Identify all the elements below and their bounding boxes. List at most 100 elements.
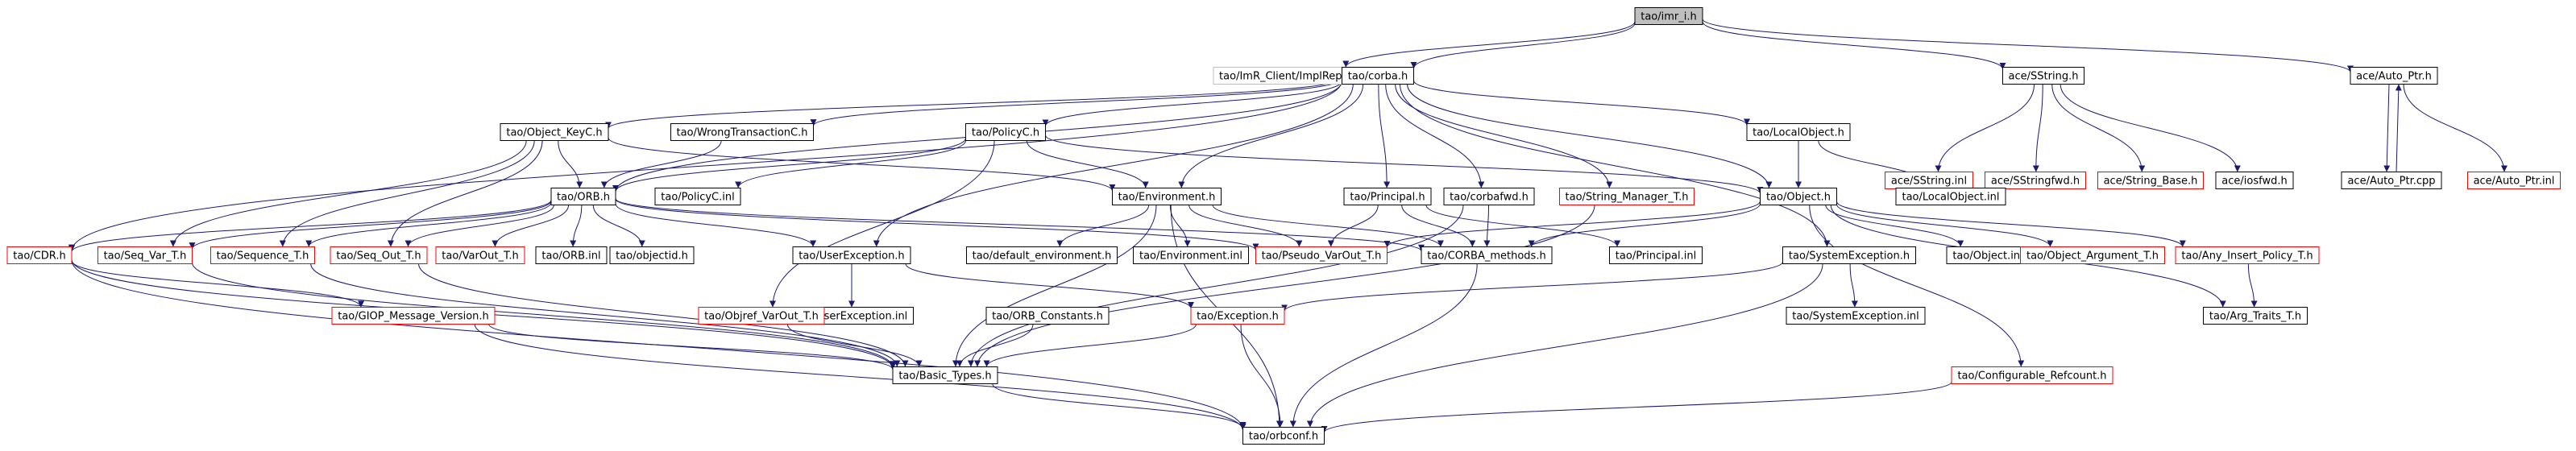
node-localobj[interactable]: tao/LocalObject.h bbox=[1746, 123, 1851, 141]
edges-layer bbox=[68, 19, 2508, 433]
node-box bbox=[1782, 246, 1916, 264]
node-label: ace/Auto_Ptr.h bbox=[2356, 71, 2432, 83]
node-stringbase[interactable]: ace/String_Base.h bbox=[2097, 172, 2204, 189]
edge-objkeyc-to-seqvar bbox=[169, 140, 527, 247]
node-orbconf[interactable]: tao/orbconf.h bbox=[1242, 427, 1325, 445]
node-box bbox=[654, 188, 741, 205]
node-configref[interactable]: tao/Configurable_Refcount.h bbox=[1951, 366, 2113, 384]
node-objectid[interactable]: tao/objectid.h bbox=[609, 246, 695, 264]
node-defenv[interactable]: tao/default_environment.h bbox=[966, 246, 1118, 264]
edge-corba-to-object bbox=[1407, 84, 1773, 188]
node-principal_inl[interactable]: tao/Principal.inl bbox=[1609, 246, 1703, 264]
node-objref[interactable]: tao/Objref_VarOut_T.h bbox=[698, 307, 825, 325]
node-argtraits[interactable]: tao/Arg_Traits_T.h bbox=[2203, 307, 2308, 325]
node-autoptr[interactable]: ace/Auto_Ptr.h bbox=[2350, 67, 2438, 85]
node-sequence[interactable]: tao/Sequence_T.h bbox=[210, 246, 315, 264]
node-localobj_inl[interactable]: tao/LocalObject.inl bbox=[1895, 188, 2006, 205]
node-wrongtx[interactable]: tao/WrongTransactionC.h bbox=[670, 123, 814, 141]
node-orbconst[interactable]: tao/ORB_Constants.h bbox=[985, 307, 1110, 325]
edge-object-to-corbamethods bbox=[1528, 203, 1761, 247]
node-label: ace/iosfwd.h bbox=[2221, 176, 2287, 188]
node-cdr[interactable]: tao/CDR.h bbox=[6, 246, 73, 264]
edge-autoptr_cpp-to-autoptr bbox=[2395, 84, 2402, 172]
node-anyinsert[interactable]: tao/Any_Insert_Policy_T.h bbox=[2175, 246, 2320, 264]
node-label: tao/Object.h bbox=[1766, 192, 1831, 204]
edge-object-to-pseudovar bbox=[1383, 201, 1761, 248]
node-autoptr_inl[interactable]: ace/Auto_Ptr.inl bbox=[2467, 172, 2561, 189]
node-giop[interactable]: tao/GIOP_Message_Version.h bbox=[331, 307, 496, 325]
node-seqout[interactable]: tao/Seq_Out_T.h bbox=[330, 246, 428, 264]
node-objkeyc[interactable]: tao/Object_KeyC.h bbox=[500, 123, 609, 141]
node-autoptr_cpp[interactable]: ace/Auto_Ptr.cpp bbox=[2341, 172, 2442, 189]
edge-sysexc-to-orbconf bbox=[1306, 263, 1823, 428]
node-sysexc_inl[interactable]: tao/SystemException.inl bbox=[1786, 307, 1926, 325]
node-label: tao/Principal.inl bbox=[1616, 250, 1696, 263]
edge-imr_i-to-implrepoc bbox=[1342, 21, 1636, 68]
edge-autoptr-to-autoptr_inl bbox=[2403, 84, 2508, 172]
edge-policyc-to-orb bbox=[612, 138, 966, 192]
node-seqvar[interactable]: tao/Seq_Var_T.h bbox=[97, 246, 193, 264]
node-sstring[interactable]: ace/SString.h bbox=[2002, 67, 2084, 85]
edge-object-to-anyinsert bbox=[1836, 201, 2186, 247]
node-label: tao/UserException.h bbox=[799, 250, 904, 263]
node-label: tao/PolicyC.h bbox=[972, 127, 1039, 139]
node-corbamethods[interactable]: tao/CORBA_methods.h bbox=[1421, 246, 1553, 264]
node-label: tao/ORB_Constants.h bbox=[992, 311, 1103, 323]
node-label: ace/SString.h bbox=[2009, 71, 2079, 83]
node-principal[interactable]: tao/Principal.h bbox=[1343, 188, 1432, 205]
node-label: tao/CDR.h bbox=[13, 250, 65, 263]
edge-orb-to-objectid bbox=[592, 205, 645, 247]
node-userexc[interactable]: tao/UserException.h bbox=[792, 246, 911, 264]
node-sstringfwd[interactable]: ace/SStringfwd.h bbox=[1985, 172, 2086, 189]
node-policyc[interactable]: tao/PolicyC.h bbox=[965, 123, 1046, 141]
node-exception[interactable]: tao/Exception.h bbox=[1190, 307, 1285, 325]
edge-exception-to-basictypes bbox=[983, 324, 1197, 367]
node-objarg[interactable]: tao/Object_Argument_T.h bbox=[2020, 246, 2165, 264]
node-corba[interactable]: tao/corba.h bbox=[1342, 67, 1414, 85]
node-sstring_inl[interactable]: ace/SString.inl bbox=[1885, 172, 1973, 189]
node-label: tao/Any_Insert_Policy_T.h bbox=[2181, 250, 2313, 263]
node-box bbox=[1760, 188, 1837, 205]
node-label: tao/imr_i.h bbox=[1641, 11, 1697, 23]
edge-corba-to-principal bbox=[1378, 84, 1391, 188]
node-label: tao/VarOut_T.h bbox=[442, 250, 518, 263]
node-varout[interactable]: tao/VarOut_T.h bbox=[435, 246, 525, 264]
edge-orb-to-corbamethods bbox=[615, 198, 1425, 252]
edge-corbafwd-to-corbamethods bbox=[1483, 205, 1491, 247]
node-corbafwd[interactable]: tao/corbafwd.h bbox=[1443, 188, 1535, 205]
node-iosfwd[interactable]: ace/iosfwd.h bbox=[2215, 172, 2294, 189]
node-orb_inl[interactable]: tao/ORB.inl bbox=[535, 246, 608, 264]
node-label: tao/orbconf.h bbox=[1249, 431, 1318, 443]
node-sysexc[interactable]: tao/SystemException.h bbox=[1782, 246, 1916, 264]
node-implrepoc[interactable]: tao/ImR_Client/ImplRepoC.h bbox=[1213, 67, 1372, 85]
node-box bbox=[1786, 307, 1926, 325]
node-box bbox=[1443, 188, 1535, 205]
edge-policyc-to-object bbox=[1045, 134, 1764, 194]
edge-objref-to-basictypes bbox=[786, 324, 923, 367]
edge-orbconst-to-basictypes bbox=[956, 324, 1034, 367]
node-label: tao/GIOP_Message_Version.h bbox=[338, 311, 489, 323]
node-orb[interactable]: tao/ORB.h bbox=[550, 188, 616, 205]
node-box bbox=[792, 246, 911, 264]
node-env_inl[interactable]: tao/Environment.inl bbox=[1133, 246, 1249, 264]
node-label: tao/Exception.h bbox=[1197, 311, 1279, 323]
node-box bbox=[1746, 123, 1851, 141]
node-policyc_inl[interactable]: tao/PolicyC.inl bbox=[654, 188, 741, 205]
node-basictypes[interactable]: tao/Basic_Types.h bbox=[892, 366, 998, 384]
node-stringmgr[interactable]: tao/String_Manager_T.h bbox=[1559, 188, 1695, 205]
node-object_inl[interactable]: tao/Object.inl bbox=[1946, 246, 2030, 264]
edge-basictypes-to-orbconf bbox=[992, 383, 1247, 429]
edge-sstring-to-stringbase bbox=[2051, 84, 2146, 172]
node-object[interactable]: tao/Object.h bbox=[1760, 188, 1837, 205]
edge-corba-to-policyc bbox=[1042, 81, 1342, 126]
node-box bbox=[698, 307, 825, 325]
node-box bbox=[210, 246, 315, 264]
node-label: tao/corbafwd.h bbox=[1450, 192, 1529, 204]
node-imr_i[interactable]: tao/imr_i.h bbox=[1634, 7, 1703, 25]
node-label: tao/default_environment.h bbox=[973, 250, 1112, 263]
node-box bbox=[97, 246, 193, 264]
edge-principal-to-corbamethods bbox=[1401, 205, 1476, 247]
node-environment[interactable]: tao/Environment.h bbox=[1112, 188, 1222, 205]
node-pseudovar[interactable]: tao/Pseudo_VarOut_T.h bbox=[1255, 246, 1388, 264]
edge-environment-to-basictypes bbox=[952, 205, 1157, 367]
